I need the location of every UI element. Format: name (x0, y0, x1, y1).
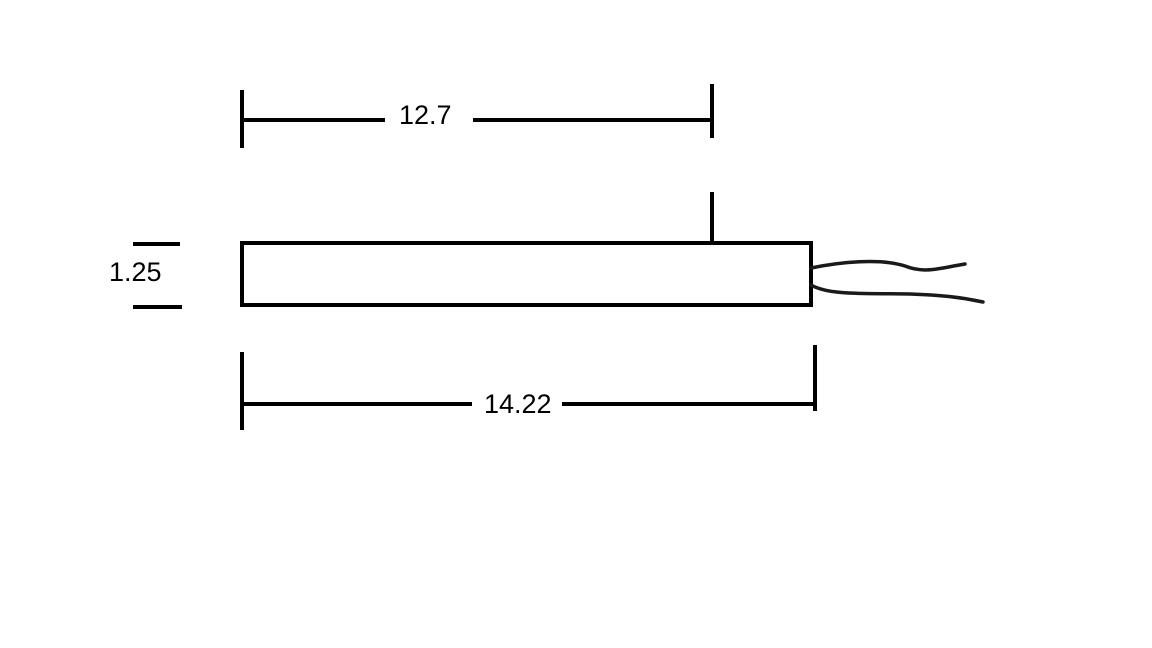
wire-top (809, 259, 967, 272)
dimension-height-label: 1.25 (109, 257, 162, 287)
component-body (240, 241, 813, 307)
dimension-bottom: 14.22 (240, 345, 817, 430)
wire-bottom (809, 283, 985, 304)
dimension-bottom-label: 14.22 (484, 389, 552, 419)
dimension-top-label: 12.7 (399, 100, 452, 130)
dimension-height: 1.25 (109, 242, 182, 309)
dimension-top: 12.7 (240, 84, 714, 148)
